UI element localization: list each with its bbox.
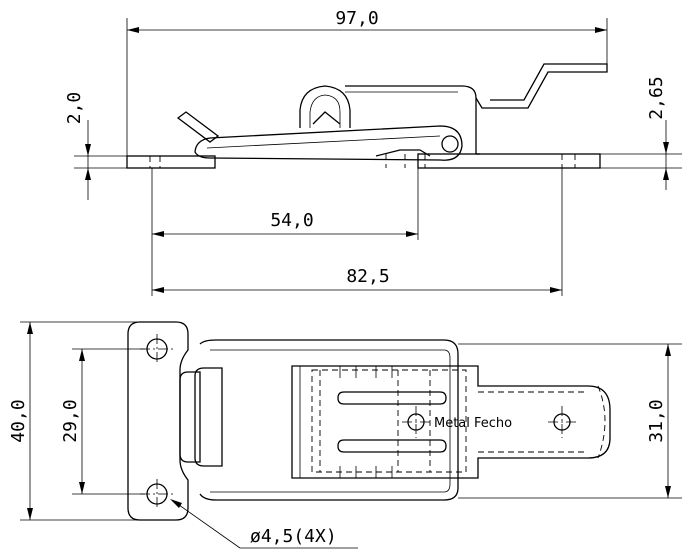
- latch-base-plate: [126, 155, 216, 169]
- keeper-arm: [475, 63, 608, 109]
- dim-hole-spacing-short: 54,0: [270, 210, 313, 231]
- keeper-housing: [345, 85, 477, 154]
- slot-bottom: [337, 439, 447, 453]
- dim-overall-length: 97,0: [335, 8, 378, 29]
- keeper-hidden-outline: [311, 369, 467, 473]
- lever-tab: [176, 111, 220, 143]
- dim-hole-spacing-vertical: 29,0: [60, 399, 81, 442]
- plan-view: Metal Fecho 40,0 29,0 31,0 ø4,5(4X): [8, 321, 682, 549]
- slot-top: [337, 391, 447, 405]
- lever-frame: [199, 339, 459, 501]
- keeper-base-plate: [417, 153, 601, 169]
- brand-text: Metal Fecho: [434, 416, 512, 431]
- pivot-pin: [441, 135, 459, 153]
- dim-hole-spacing-long: 82,5: [346, 266, 389, 287]
- hook-loop: [299, 85, 351, 128]
- keeper-plate: [291, 365, 611, 479]
- dim-base-thickness: 2,0: [64, 92, 85, 125]
- dim-keeper-width: 31,0: [646, 399, 667, 442]
- side-view: 97,0 2,0 2,65 54,0 82,5: [64, 8, 682, 296]
- lever-grip: [194, 367, 223, 467]
- latch-lever: [194, 125, 463, 161]
- dim-keeper-thickness: 2,65: [646, 76, 667, 119]
- hole-callout: ø4,5(4X): [250, 526, 337, 547]
- latch-base-outline: [127, 321, 189, 521]
- dim-overall-height: 40,0: [8, 399, 29, 442]
